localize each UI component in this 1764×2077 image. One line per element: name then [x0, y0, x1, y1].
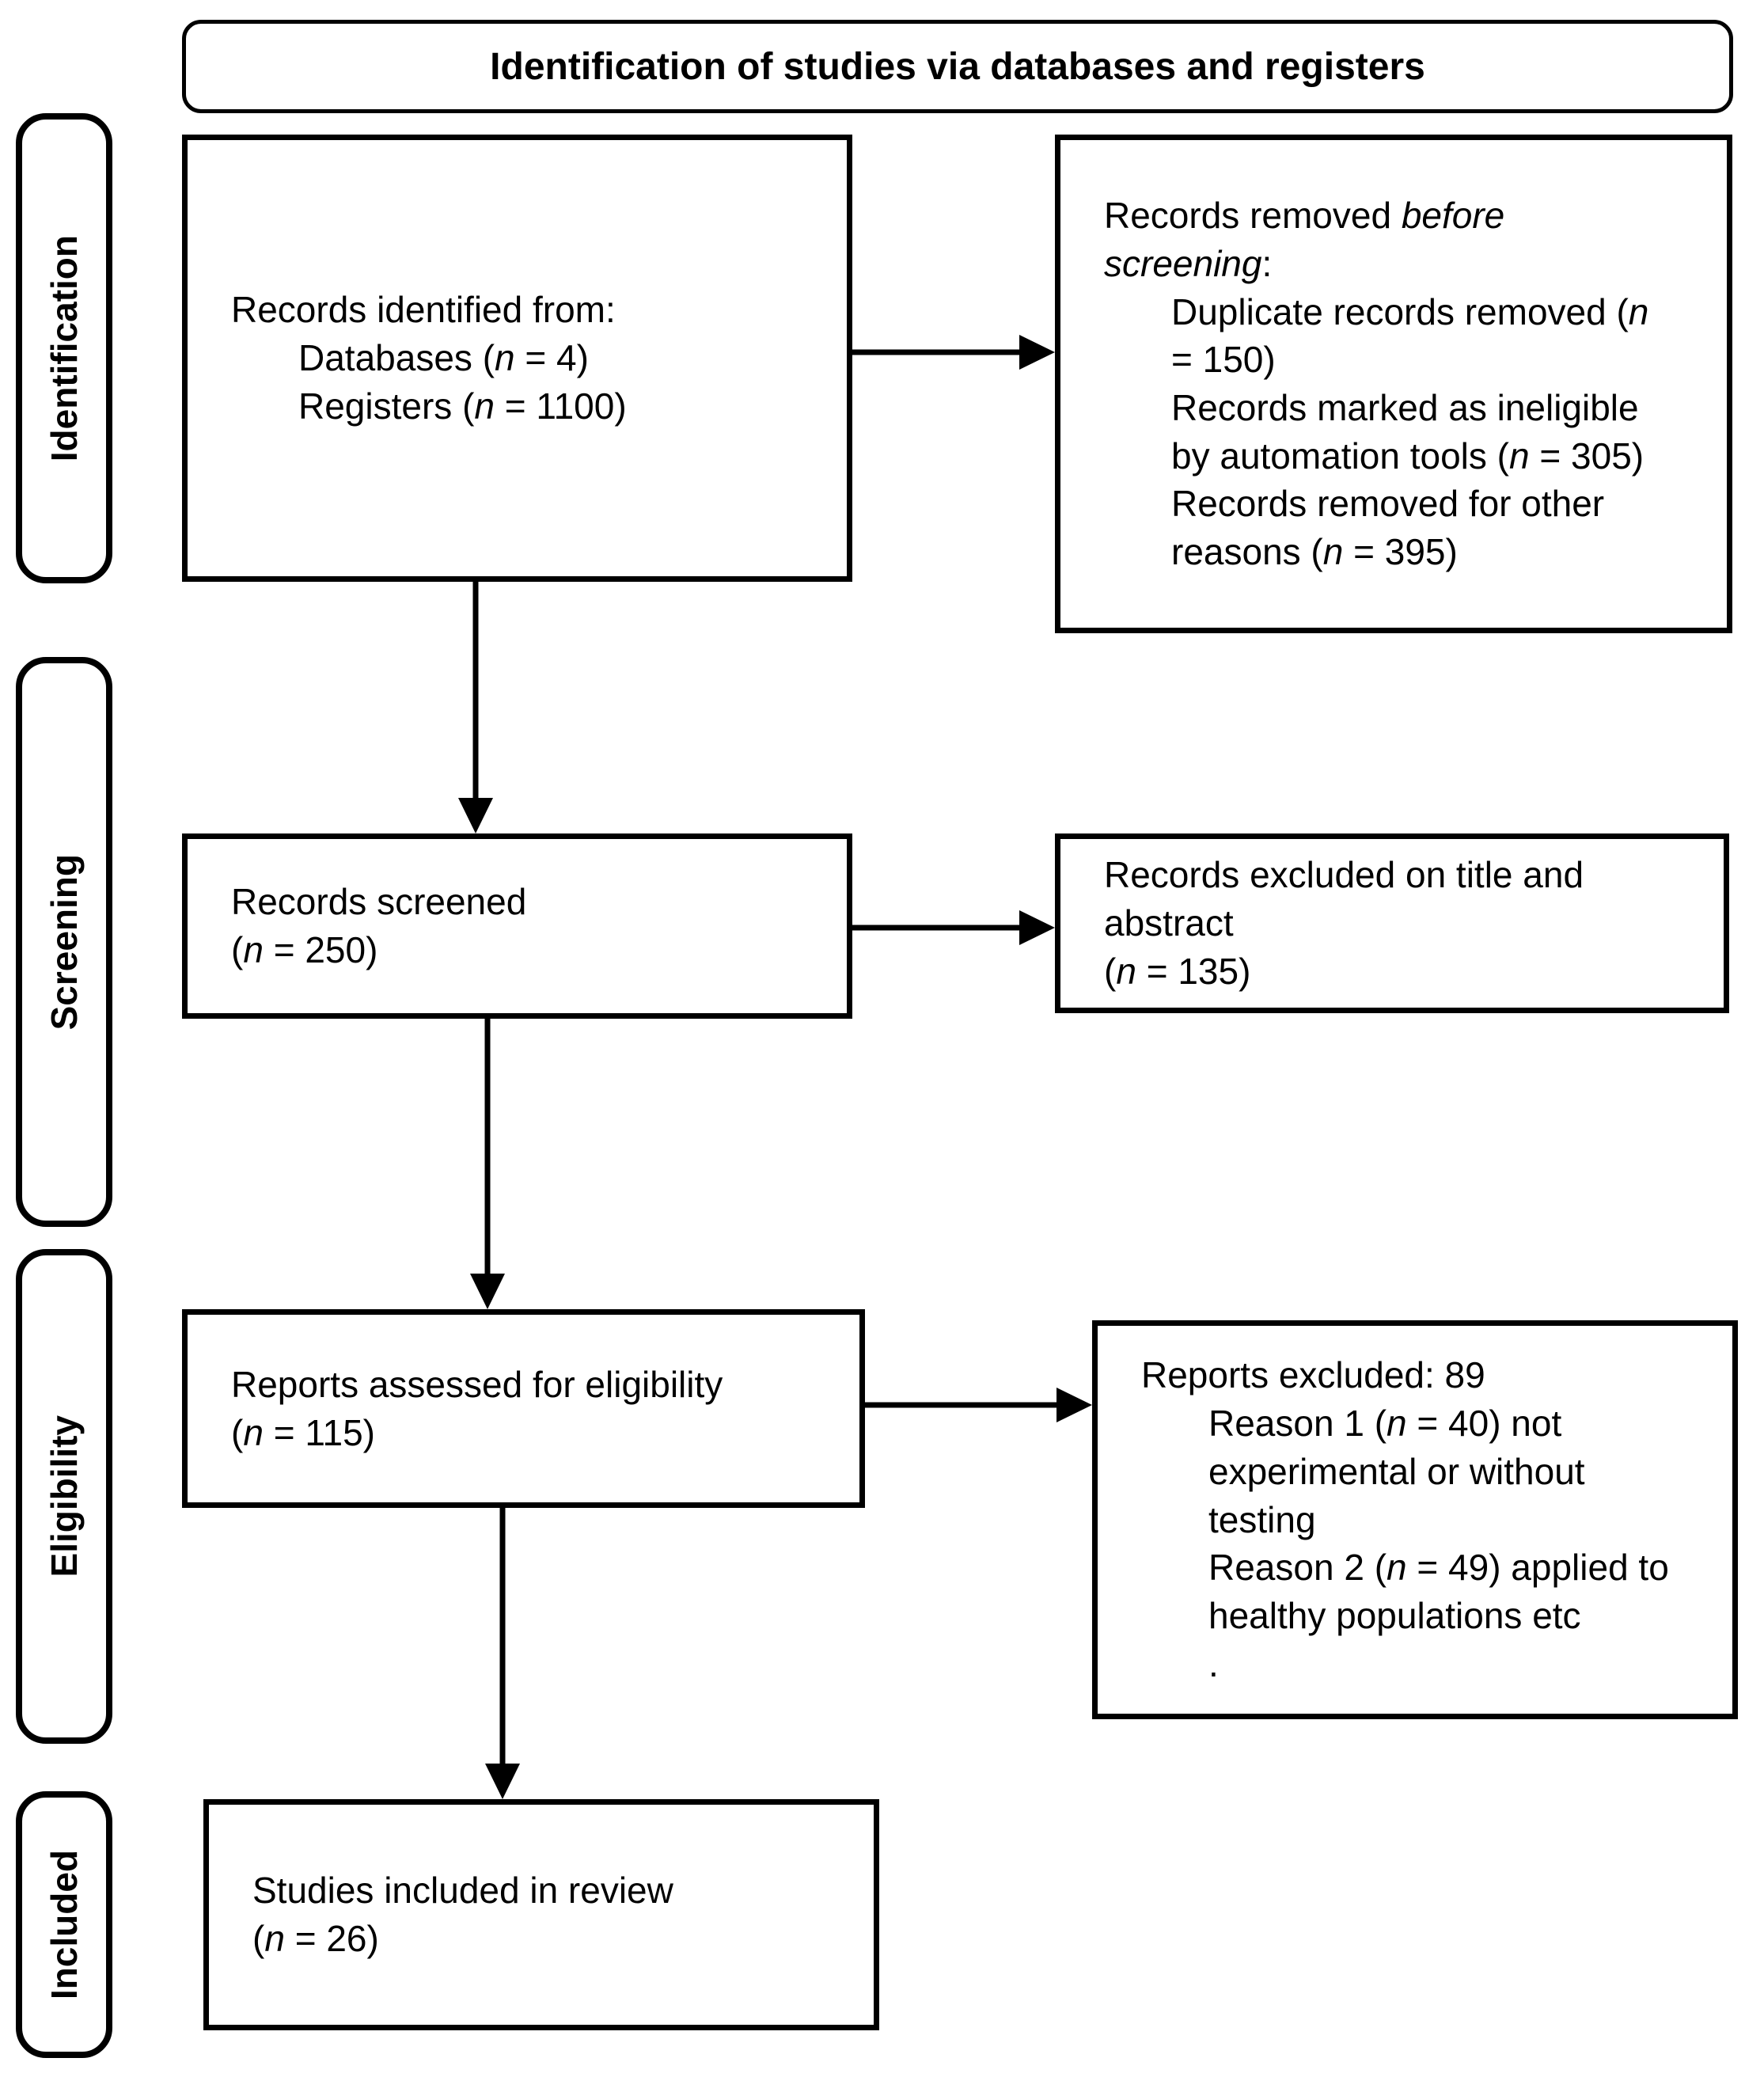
box-line: Duplicate records removed (n — [1171, 290, 1649, 332]
box-line: Records identified from: — [231, 289, 616, 331]
box-line: Records removed before — [1104, 195, 1505, 237]
box-reports-assessed: Reports assessed for eligibility (n = 11… — [182, 1309, 865, 1508]
arrow-assessed-to-reports-excluded — [865, 1388, 1092, 1422]
box-records-screened: Records screened (n = 250) — [182, 833, 852, 1019]
box-line: (n = 115) — [231, 1411, 375, 1453]
box-line: Databases (n = 4) — [298, 337, 589, 379]
box-line: (n = 250) — [231, 929, 378, 970]
stage-included-label: Included — [44, 1849, 85, 2000]
box-records-excluded: Records excluded on title and abstract (… — [1055, 833, 1729, 1013]
box-line: (n = 26) — [252, 1918, 379, 1959]
box-line: abstract — [1104, 902, 1234, 944]
box-line: Records excluded on title and — [1104, 854, 1584, 896]
box-reports-excluded: Reports excluded: 89 Reason 1 (n = 40) n… — [1092, 1320, 1738, 1719]
box-line: Studies included in review — [252, 1870, 673, 1912]
stage-included: Included — [16, 1791, 112, 2058]
box-line: Registers (n = 1100) — [298, 385, 627, 427]
arrow-assessed-to-included — [485, 1508, 520, 1799]
box-studies-included: Studies included in review (n = 26) — [203, 1799, 879, 2030]
arrow-screened-to-assessed — [470, 1019, 505, 1309]
arrow-identified-to-screened — [458, 582, 493, 833]
stage-screening-label: Screening — [44, 853, 85, 1031]
box-records-identified: Records identified from: Databases (n = … — [182, 135, 852, 582]
box-line: = 150) — [1171, 339, 1276, 381]
box-line: screening: — [1104, 242, 1273, 284]
box-line: experimental or without — [1208, 1450, 1585, 1492]
box-line: testing — [1208, 1498, 1316, 1540]
box-line: Reason 1 (n = 40) not — [1208, 1403, 1562, 1445]
title-box: Identification of studies via databases … — [182, 20, 1733, 113]
box-line: Reports excluded: 89 — [1141, 1354, 1485, 1396]
box-line: . — [1208, 1642, 1219, 1684]
box-line: Records marked as ineligible — [1171, 387, 1639, 428]
box-line: healthy populations etc — [1208, 1595, 1581, 1637]
stage-screening: Screening — [16, 657, 112, 1227]
box-line: Reason 2 (n = 49) applied to — [1208, 1547, 1669, 1589]
box-line: reasons (n = 395) — [1171, 531, 1458, 573]
box-line: by automation tools (n = 305) — [1171, 435, 1645, 477]
arrow-screened-to-excluded — [852, 910, 1055, 945]
title-text: Identification of studies via databases … — [490, 45, 1425, 88]
stage-identification-label: Identification — [44, 234, 85, 462]
box-line: Records removed for other — [1171, 483, 1605, 525]
box-line: (n = 135) — [1104, 950, 1251, 992]
stage-eligibility: Eligibility — [16, 1249, 112, 1744]
box-line: Reports assessed for eligibility — [231, 1363, 723, 1405]
arrow-identified-to-removed — [852, 335, 1055, 370]
box-records-removed: Records removed before screening: Duplic… — [1055, 135, 1732, 633]
stage-eligibility-label: Eligibility — [44, 1415, 85, 1578]
box-line: Records screened — [231, 881, 527, 923]
stage-identification: Identification — [16, 113, 112, 583]
